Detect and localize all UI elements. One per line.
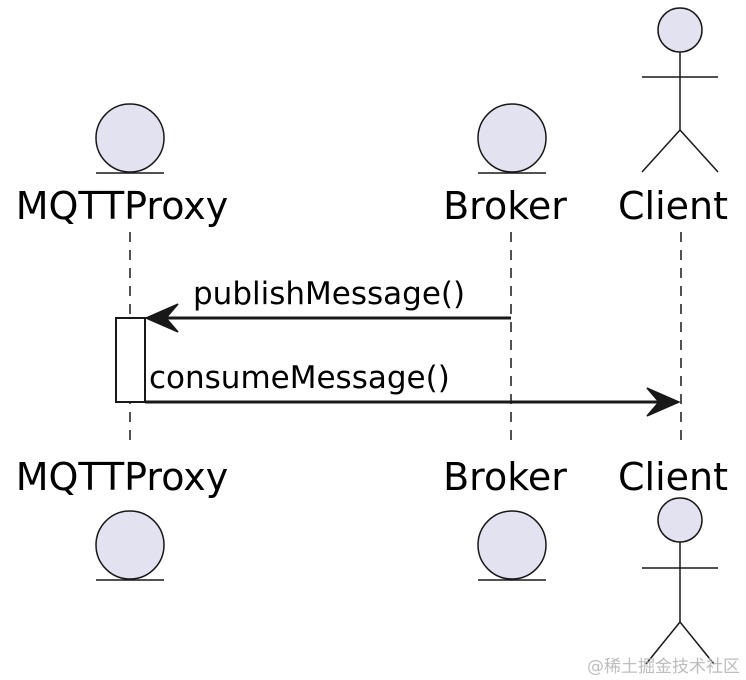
participant-label-top-mqttproxy: MQTTProxy <box>16 184 229 228</box>
entity-icon-bottom-broker <box>477 510 547 581</box>
participant-label-top-broker: Broker <box>443 184 567 228</box>
entity-icon-top-broker <box>477 103 547 174</box>
arrowhead-left-icon <box>144 303 179 333</box>
actor-icon-top-client <box>641 7 719 173</box>
watermark: @稀土掘金技术社区 <box>587 657 740 677</box>
participant-label-bottom-mqttproxy: MQTTProxy <box>16 455 229 499</box>
activation-bar <box>115 317 146 403</box>
entity-icon-top-mqttproxy <box>95 103 165 174</box>
participant-label-bottom-client: Client <box>618 455 728 499</box>
participant-label-top-client: Client <box>618 184 728 228</box>
message-label-publish: publishMessage() <box>193 276 465 312</box>
arrowhead-right-icon <box>646 387 681 417</box>
entity-icon-bottom-mqttproxy <box>95 510 165 581</box>
participant-label-bottom-broker: Broker <box>443 455 567 499</box>
message-label-consume: consumeMessage() <box>149 360 450 396</box>
actor-icon-bottom-client <box>642 497 718 665</box>
